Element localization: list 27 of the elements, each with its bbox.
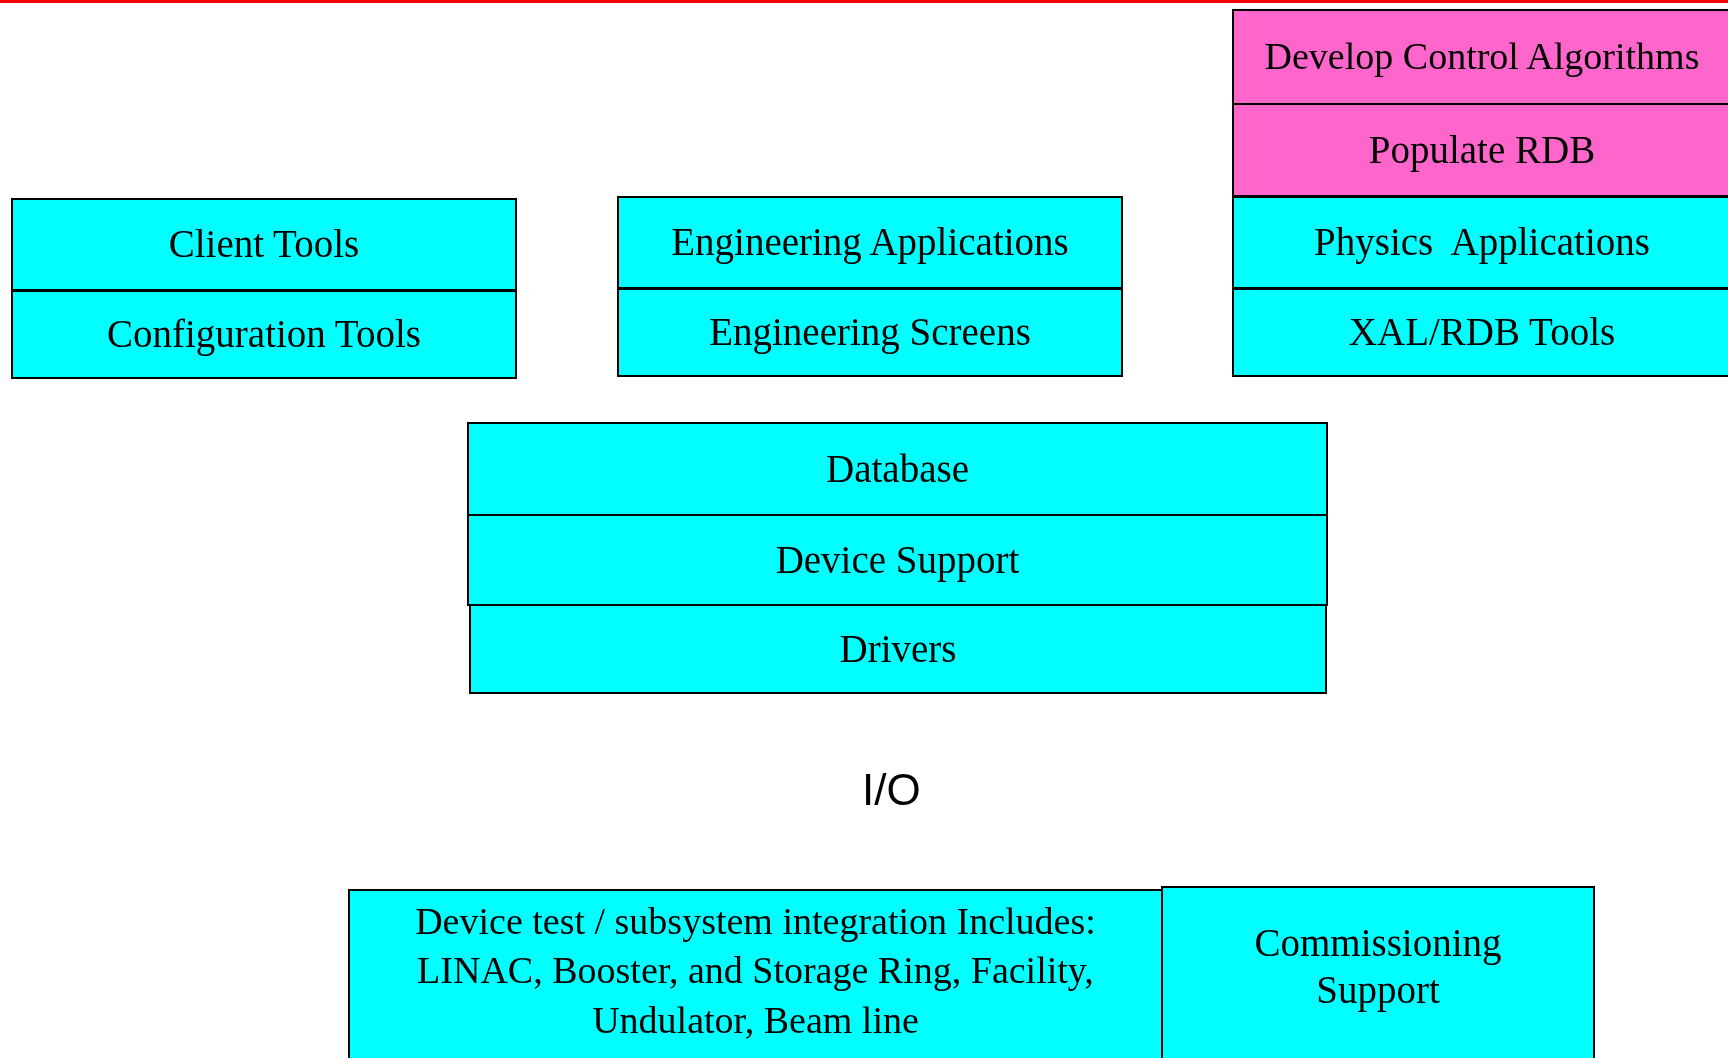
layer-box: [348, 889, 1163, 1058]
layer-box: [617, 288, 1123, 377]
layer-label: Device test / subsystem integration Includes: LINAC, Booster, and Storage Ring, Facility, Undulator, Beam line: [414, 899, 1097, 1043]
layer-box: [11, 198, 517, 291]
layer-label: Database: [826, 445, 969, 492]
io-label: I/O: [862, 765, 921, 815]
layer-label: XAL/RDB Tools: [1348, 309, 1616, 356]
layer-label: Develop Control Algorithms: [1264, 34, 1700, 80]
layer-box: [467, 422, 1328, 516]
layer-label: Engineering Screens: [709, 309, 1031, 356]
layer-box: [467, 514, 1328, 606]
layer-box: [1161, 886, 1595, 1058]
layer-label: Client Tools: [168, 221, 360, 268]
layer-box: [617, 196, 1123, 289]
layer-label: Physics Applications: [1314, 219, 1650, 266]
layer-box: [1232, 196, 1728, 289]
layer-box: [1232, 103, 1728, 197]
layer-label: Engineering Applications: [671, 219, 1069, 266]
layer-box: [11, 290, 517, 379]
layer-label: Commissioning Support: [1253, 920, 1503, 1014]
layer-label: Configuration Tools: [107, 311, 421, 358]
layer-box: [1232, 9, 1728, 105]
layer-box: [1232, 288, 1728, 377]
layer-box: [469, 604, 1327, 694]
layer-label: Drivers: [839, 625, 957, 672]
layer-label: Device Support: [775, 536, 1020, 584]
layer-label: Populate RDB: [1368, 126, 1596, 174]
